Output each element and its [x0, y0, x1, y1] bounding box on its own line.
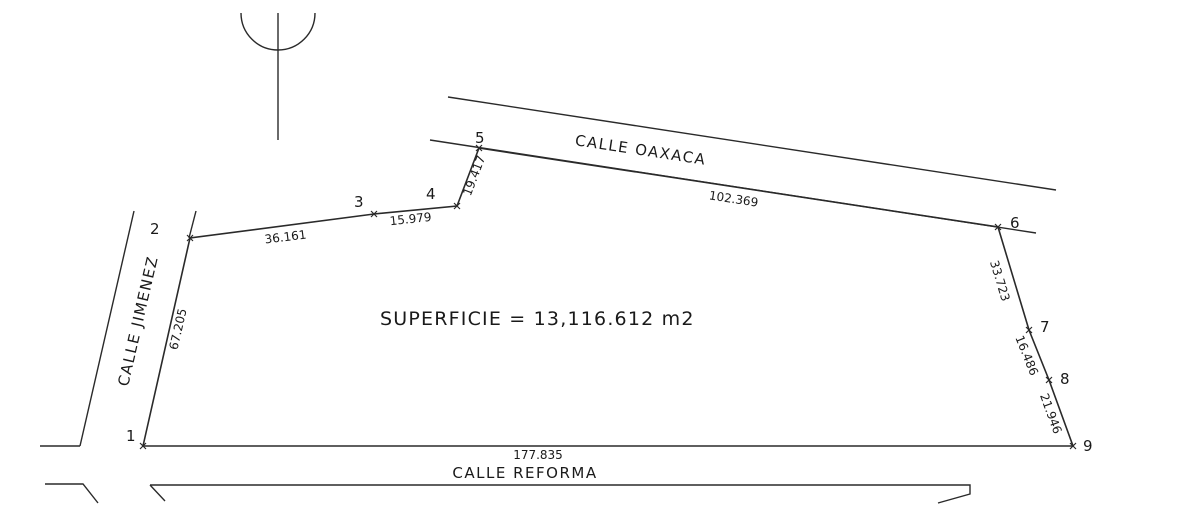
area-label: SUPERFICIE = 13,116.612 m2 [380, 308, 695, 330]
jimenez-inner-edge [188, 210, 197, 239]
vertex-label: 2 [150, 220, 160, 238]
segment-length-label: 15.979 [389, 210, 432, 228]
vertex-marker [139, 442, 147, 450]
vertex-label: 6 [1010, 214, 1020, 232]
street-name-jimenez: CALLE JIMENEZ [114, 254, 162, 388]
vertex-marker [1069, 442, 1077, 450]
vertex-marker [1025, 326, 1033, 334]
vertex-label: 4 [426, 185, 436, 203]
vertex-label: 8 [1060, 370, 1070, 388]
segment-length-label: 36.161 [264, 228, 307, 247]
vertex-label: 3 [354, 193, 364, 211]
north-arrow-icon [240, 12, 316, 140]
segment-length-label: 67.205 [167, 307, 190, 351]
reforma-street-edge-left [45, 483, 99, 504]
vertex-label: 1 [126, 427, 136, 445]
vertex-marker [994, 223, 1002, 231]
street-name-reforma: CALLE REFORMA [452, 464, 597, 482]
property-boundary [141, 147, 1075, 447]
street-name-oaxaca: CALLE OAXACA [574, 131, 708, 169]
reforma-street-edge-corner [149, 484, 166, 502]
segment-length-label: 177.835 [513, 448, 563, 462]
segment-length-label: 19.417 [460, 153, 488, 197]
vertex-label: 7 [1040, 318, 1050, 336]
vertex-markers [139, 144, 1077, 450]
vertex-marker [475, 144, 483, 152]
oaxaca-street-edge [447, 96, 1057, 191]
vertex-marker [370, 210, 378, 218]
segment-length-label: 102.369 [708, 188, 759, 209]
vertex-marker [1045, 376, 1053, 384]
jimenez-street-edge [79, 210, 135, 447]
reforma-street-edge [150, 484, 971, 504]
vertex-marker [186, 234, 194, 242]
segment-length-label: 16.486 [1012, 333, 1041, 377]
vertex-label: 5 [475, 129, 485, 147]
vertex-label: 9 [1083, 437, 1093, 455]
vertex-marker [453, 202, 461, 210]
